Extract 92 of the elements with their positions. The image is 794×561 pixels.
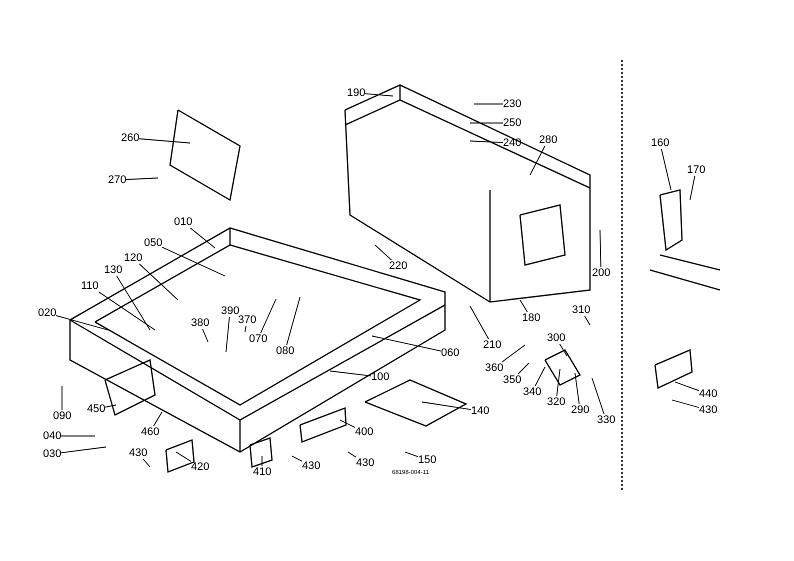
leader-line — [60, 446, 106, 454]
leader-line — [56, 315, 108, 330]
leader-line — [286, 296, 300, 346]
leader-line — [104, 404, 116, 408]
callout-number: 460 — [141, 426, 160, 438]
callout-number: 140 — [471, 405, 490, 417]
callout-number: 280 — [539, 134, 558, 146]
callout-number: 400 — [355, 426, 374, 438]
leader-line — [592, 378, 604, 414]
leader-line — [470, 122, 504, 124]
leader-line — [244, 326, 246, 332]
callout-number: 430 — [302, 460, 320, 472]
callout-number: 120 — [124, 252, 142, 264]
callout-number: 030 — [43, 448, 62, 460]
leader-line — [138, 138, 190, 144]
callout-number: 320 — [547, 396, 566, 408]
leader-line — [660, 148, 672, 190]
callout-number: 350 — [503, 374, 522, 386]
callout-number: 050 — [144, 237, 162, 249]
leader-line — [600, 230, 602, 268]
callout-number: 130 — [104, 264, 122, 276]
leader-line — [470, 306, 490, 340]
callout-number: 260 — [121, 132, 140, 144]
callout-number: 250 — [503, 117, 522, 129]
leader-line — [404, 452, 418, 458]
leader-line — [330, 370, 372, 376]
callout-number: 370 — [238, 314, 256, 326]
callout-number: 290 — [571, 404, 590, 416]
callout-number: 180 — [522, 312, 540, 324]
callout-number: 420 — [191, 461, 210, 473]
leader-line — [292, 456, 302, 462]
callout-number: 110 — [81, 280, 99, 292]
callout-number: 070 — [249, 333, 268, 345]
leader-line — [372, 336, 442, 352]
callout-number: 100 — [371, 371, 390, 383]
leader-line — [559, 344, 568, 356]
leader-line — [674, 382, 700, 392]
callout-number: 090 — [53, 410, 72, 422]
leader-line — [348, 452, 356, 458]
leader-line — [556, 368, 560, 396]
callout-number: 450 — [87, 403, 106, 415]
callout-number: 020 — [38, 307, 56, 319]
callout-number: 340 — [523, 386, 542, 398]
callout-number: 190 — [347, 87, 366, 99]
leader-line — [162, 246, 226, 276]
leader-line — [190, 228, 216, 248]
leader-line — [340, 420, 356, 428]
callout-number: 200 — [592, 267, 610, 279]
callout-number: 360 — [485, 362, 504, 374]
leader-line — [226, 316, 230, 352]
callout-number: 170 — [687, 164, 706, 176]
callout-number: 430 — [129, 447, 148, 459]
callout-number: 230 — [503, 98, 522, 110]
callout-number: 440 — [699, 388, 718, 400]
leader-line — [260, 298, 276, 334]
callout-number: 210 — [483, 339, 502, 351]
callout-number: 270 — [108, 174, 126, 186]
callout-number: 430 — [699, 404, 718, 416]
leader-line — [518, 362, 530, 374]
leader-line — [116, 276, 150, 330]
leader-line — [142, 458, 150, 468]
leader-line — [153, 412, 162, 426]
callout-number: 150 — [418, 454, 436, 466]
callout-number: 010 — [174, 216, 192, 228]
callout-number: 430 — [356, 457, 374, 469]
callout-number: 300 — [547, 332, 566, 344]
leader-line — [126, 178, 158, 180]
leader-line — [374, 244, 392, 260]
leader-line — [584, 316, 590, 326]
callout-number: 310 — [572, 304, 590, 316]
callout-number: 390 — [221, 305, 240, 317]
leader-line — [364, 93, 394, 96]
leader-line — [672, 400, 700, 408]
callout-number: 040 — [43, 430, 62, 442]
callout-number: 060 — [441, 347, 460, 359]
leader-line — [176, 452, 192, 462]
leader-line — [502, 344, 526, 362]
callout-number: 080 — [276, 345, 294, 357]
leader-line — [534, 366, 546, 386]
leader-line — [530, 146, 546, 176]
callout-number: 330 — [597, 414, 616, 426]
leader-line — [98, 292, 156, 330]
callout-number: 410 — [253, 466, 272, 478]
leader-line — [690, 176, 696, 200]
leader-line — [470, 140, 504, 144]
callout-number: 160 — [651, 137, 670, 149]
leader-line — [520, 300, 528, 312]
leader-line — [202, 328, 208, 342]
leader-line — [138, 264, 178, 300]
callout-number: 220 — [389, 260, 408, 272]
leader-line — [574, 372, 580, 404]
callout-number: 380 — [191, 317, 210, 329]
